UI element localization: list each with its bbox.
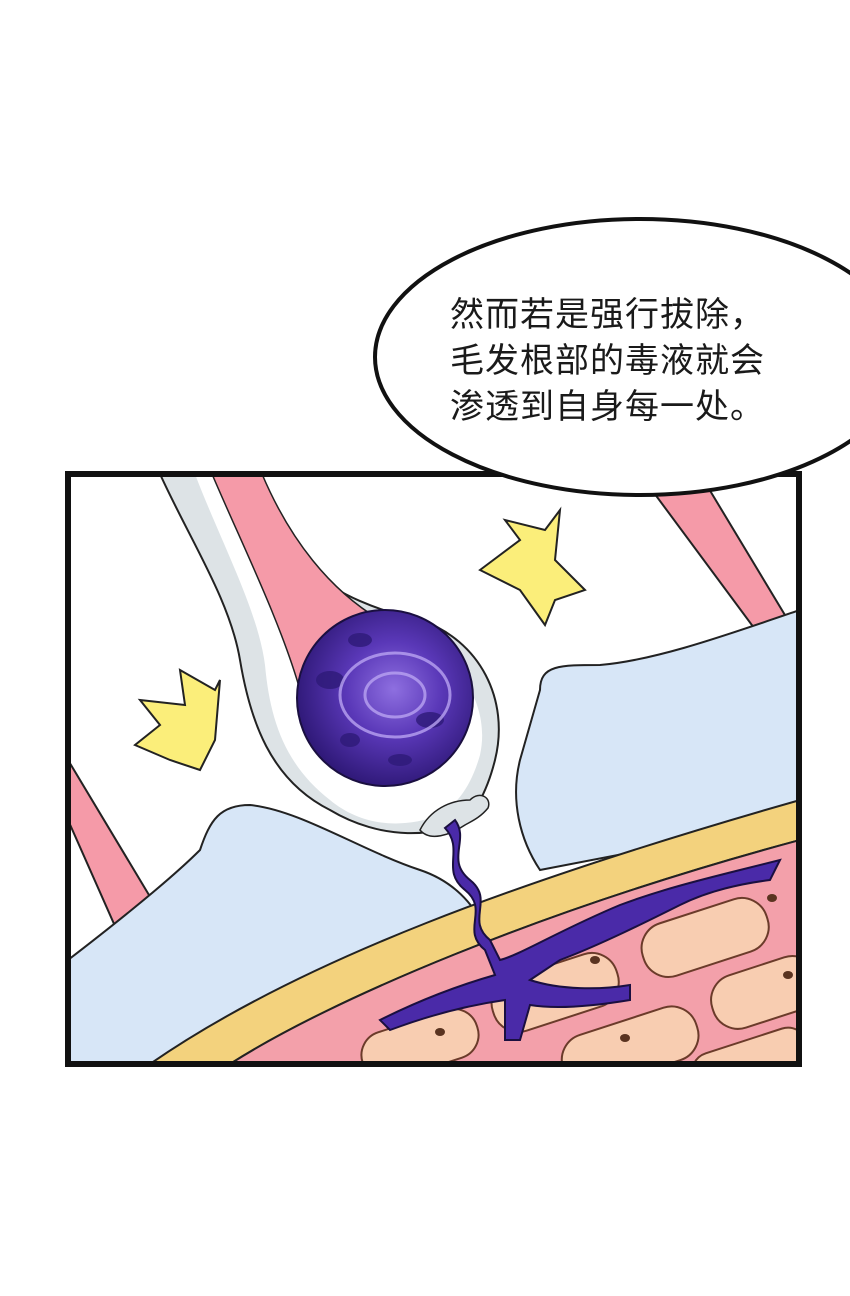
impact-spark-icon	[478, 506, 587, 628]
speech-line-3: 渗透到自身每一处。	[450, 387, 765, 427]
speech-bubble	[373, 217, 850, 497]
panel-artwork	[68, 474, 799, 1064]
panel-border	[65, 471, 802, 1067]
poison-orb-swirls	[338, 651, 452, 739]
poison-orb	[296, 609, 474, 787]
impact-spark-icon	[133, 668, 221, 772]
speech-bubble-text: 然而若是强行拔除， 毛发根部的毒液就会 渗透到自身每一处。	[450, 292, 820, 430]
cell-nuclei	[435, 894, 793, 1042]
dermis-left	[68, 803, 482, 1064]
dermis-right	[515, 609, 799, 872]
speech-line-1: 然而若是强行拔除，	[450, 295, 765, 335]
poison-orb-spots	[316, 633, 444, 766]
speech-line-2: 毛发根部的毒液就会	[450, 341, 765, 381]
poison-liquid	[378, 818, 782, 1041]
